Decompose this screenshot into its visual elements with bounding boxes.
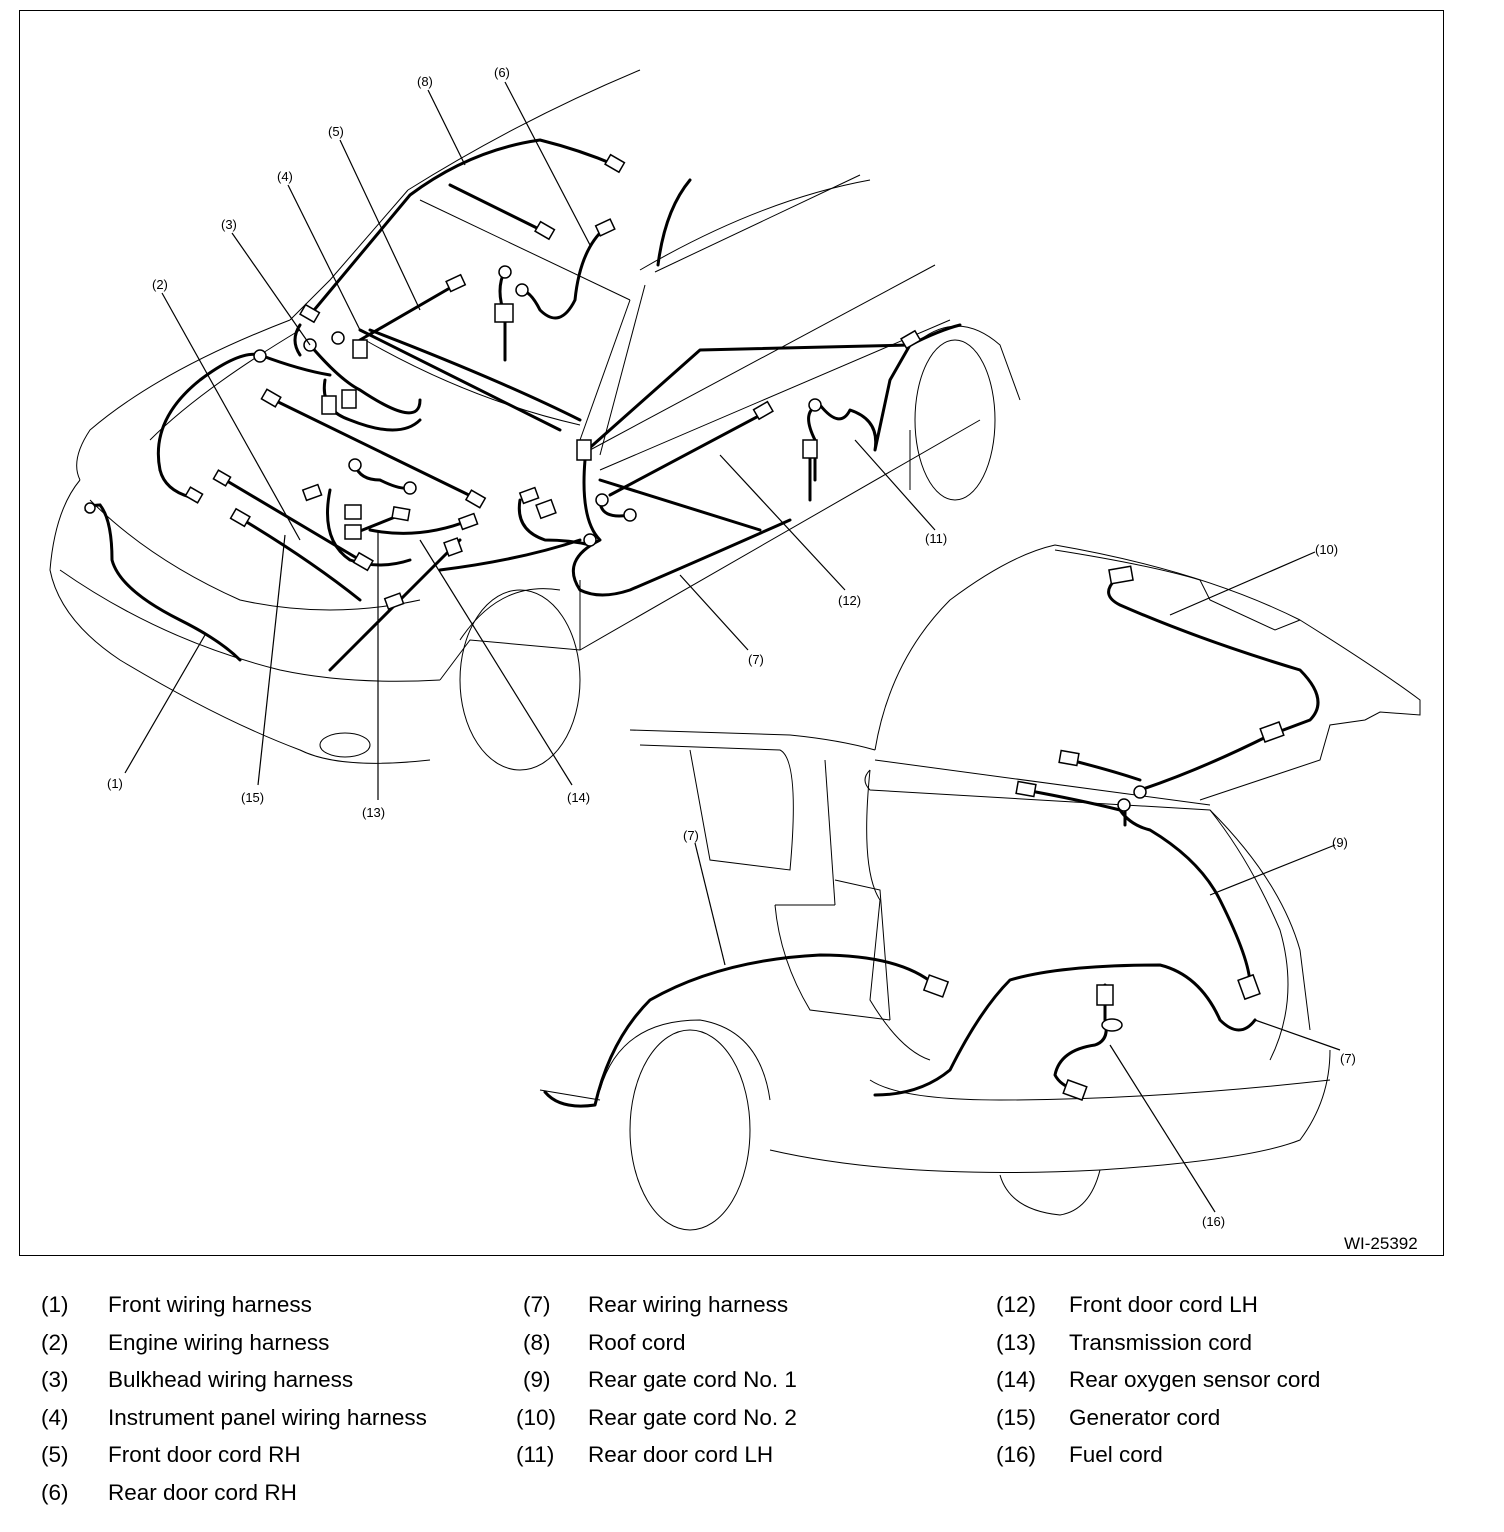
legend-number: (12) <box>996 1292 1037 1317</box>
legend-item: (14) Rear oxygen sensor cord <box>996 1361 1476 1399</box>
legend-label: Rear door cord RH <box>108 1479 297 1505</box>
callout-7a: (7) <box>748 652 764 667</box>
legend-item: (3) Bulkhead wiring harness <box>41 1361 501 1399</box>
rear-connectors <box>922 565 1285 1101</box>
callout-15: (15) <box>241 790 264 805</box>
legend-column-2: (7) Rear wiring harness (8) Roof cord (9) R… <box>516 1286 976 1474</box>
wiring-harness-diagram: (1) (2) (3) (4) (5) (6) (7) (7) (7) (8) … <box>49 65 1421 1253</box>
legend: (1) Front wiring harness (2) Engine wiring… <box>0 1286 1504 1516</box>
legend-number: (15) <box>996 1404 1037 1430</box>
legend-item: (10) Rear gate cord No. 2 <box>516 1399 976 1437</box>
rear-harnesses <box>543 578 1320 1108</box>
legend-label: Generator cord <box>1069 1404 1221 1430</box>
legend-number: (1) <box>41 1292 69 1317</box>
legend-item: (8) Roof cord <box>516 1324 976 1362</box>
rear-vehicle-outline <box>539 544 1421 1231</box>
legend-column-3: (12) Front door cord LH (13) Transmission … <box>996 1286 1476 1474</box>
legend-item: (11) Rear door cord LH <box>516 1436 976 1474</box>
legend-number: (4) <box>41 1404 69 1430</box>
callout-16: (16) <box>1202 1214 1225 1229</box>
legend-item: (7) Rear wiring harness <box>516 1286 976 1324</box>
callout-13: (13) <box>362 805 385 820</box>
front-vehicle-outline <box>49 69 1021 771</box>
legend-number: (11) <box>516 1442 555 1467</box>
callout-4: (4) <box>277 169 293 184</box>
legend-label: Rear door cord LH <box>588 1442 774 1467</box>
legend-label: Front door cord LH <box>1069 1292 1258 1317</box>
callout-7b: (7) <box>683 828 699 843</box>
legend-number: (16) <box>996 1442 1037 1467</box>
legend-item: (9) Rear gate cord No. 1 <box>516 1361 976 1399</box>
legend-item: (4) Instrument panel wiring harness <box>41 1399 501 1437</box>
legend-number: (9) <box>523 1367 551 1392</box>
callout-2: (2) <box>152 277 168 292</box>
callout-5: (5) <box>328 124 344 139</box>
callout-3: (3) <box>221 217 237 232</box>
legend-item: (12) Front door cord LH <box>996 1286 1476 1324</box>
legend-number: (2) <box>41 1329 69 1355</box>
legend-item: (16) Fuel cord <box>996 1436 1476 1474</box>
legend-number: (10) <box>516 1404 557 1430</box>
legend-item: (13) Transmission cord <box>996 1324 1476 1362</box>
legend-label: Roof cord <box>588 1329 686 1355</box>
legend-number: (3) <box>41 1367 69 1392</box>
legend-number: (13) <box>996 1329 1037 1355</box>
front-connectors <box>84 153 922 610</box>
legend-label: Transmission cord <box>1069 1329 1252 1355</box>
callout-7c: (7) <box>1340 1051 1356 1066</box>
legend-number: (8) <box>523 1329 551 1355</box>
legend-number: (6) <box>41 1479 69 1505</box>
callout-12: (12) <box>838 593 861 608</box>
callout-14: (14) <box>567 790 590 805</box>
legend-number: (7) <box>523 1292 551 1317</box>
legend-item: (1) Front wiring harness <box>41 1286 501 1324</box>
callout-8: (8) <box>417 74 433 89</box>
callout-9: (9) <box>1332 835 1348 850</box>
figure-id-label: WI-25392 <box>1344 1234 1418 1253</box>
legend-label: Rear oxygen sensor cord <box>1069 1367 1321 1392</box>
legend-label: Bulkhead wiring harness <box>108 1367 354 1392</box>
legend-item: (6) Rear door cord RH <box>41 1474 501 1512</box>
legend-label: Fuel cord <box>1069 1442 1163 1467</box>
callout-labels: (1) (2) (3) (4) (5) (6) (7) (7) (7) (8) … <box>107 65 1418 1253</box>
legend-label: Front door cord RH <box>108 1442 301 1467</box>
legend-label: Engine wiring harness <box>108 1329 330 1355</box>
legend-label: Rear gate cord No. 2 <box>588 1404 797 1430</box>
legend-column-1: (1) Front wiring harness (2) Engine wiring… <box>41 1286 501 1511</box>
legend-label: Front wiring harness <box>108 1292 312 1317</box>
figure-frame <box>19 10 1444 1256</box>
leader-lines <box>124 81 1341 1213</box>
legend-number: (14) <box>996 1367 1037 1392</box>
legend-label: Instrument panel wiring harness <box>108 1404 427 1430</box>
legend-item: (5) Front door cord RH <box>41 1436 501 1474</box>
callout-10: (10) <box>1315 542 1338 557</box>
legend-label: Rear wiring harness <box>588 1292 789 1317</box>
legend-item: (2) Engine wiring harness <box>41 1324 501 1362</box>
legend-number: (5) <box>41 1442 69 1467</box>
callout-6: (6) <box>494 65 510 80</box>
callout-11: (11) <box>925 531 947 546</box>
legend-item: (15) Generator cord <box>996 1399 1476 1437</box>
legend-label: Rear gate cord No. 1 <box>588 1367 797 1392</box>
callout-1: (1) <box>107 776 123 791</box>
